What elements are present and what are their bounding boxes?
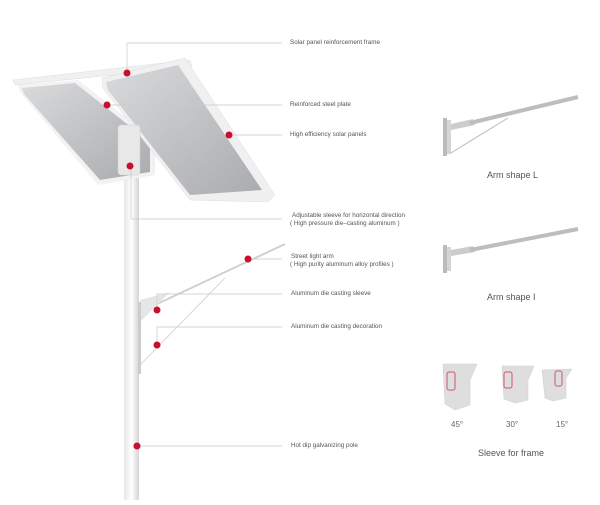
label-pole: Hot dip galvanizing pole	[291, 442, 358, 449]
caption-arm-l: Arm shape L	[487, 170, 539, 180]
arm-shape-i-image	[443, 227, 579, 273]
angle-15: 15°	[556, 420, 569, 429]
angle-30: 30°	[506, 420, 519, 429]
sleeve-30-image	[501, 365, 535, 404]
label-plate: Reinforced steel plate	[290, 101, 351, 108]
adjustable-sleeve	[117, 124, 141, 176]
label-panels: High efficiency solar panels	[290, 131, 367, 138]
leader-lines	[107, 42, 282, 447]
label-sleeve-horizontal: Adjustable sleeve for horizontal directi…	[292, 212, 406, 219]
arm-mount-plate	[138, 302, 141, 374]
pole	[124, 165, 139, 500]
street-light-arm	[139, 243, 286, 313]
angle-45: 45°	[451, 420, 464, 429]
caption-arm-i: Arm shape I	[487, 292, 536, 302]
label-frame: Solar panel reinforcement frame	[290, 39, 380, 46]
sleeve-15-image	[541, 368, 573, 402]
label-die-sleeve: Aluminum die casting sleeve	[291, 290, 371, 297]
arm-sleeve	[140, 292, 170, 322]
label-sleeve-horizontal-material: ( High pressure die–casting aluminum )	[290, 220, 400, 227]
sleeve-45-image	[442, 363, 478, 411]
frame-bar	[12, 59, 193, 86]
arm-brace	[139, 277, 226, 366]
label-arm: Street light arm	[291, 253, 334, 260]
marker-dots	[103, 69, 252, 450]
arm-shape-l-image	[443, 95, 579, 156]
label-arm-material: ( High purity aluminum alloy profiles )	[290, 261, 394, 268]
caption-sleeve: Sleeve for frame	[478, 448, 545, 458]
right-solar-panel	[106, 65, 262, 195]
label-die-decoration: Aluminum die casting decoration	[291, 323, 383, 330]
